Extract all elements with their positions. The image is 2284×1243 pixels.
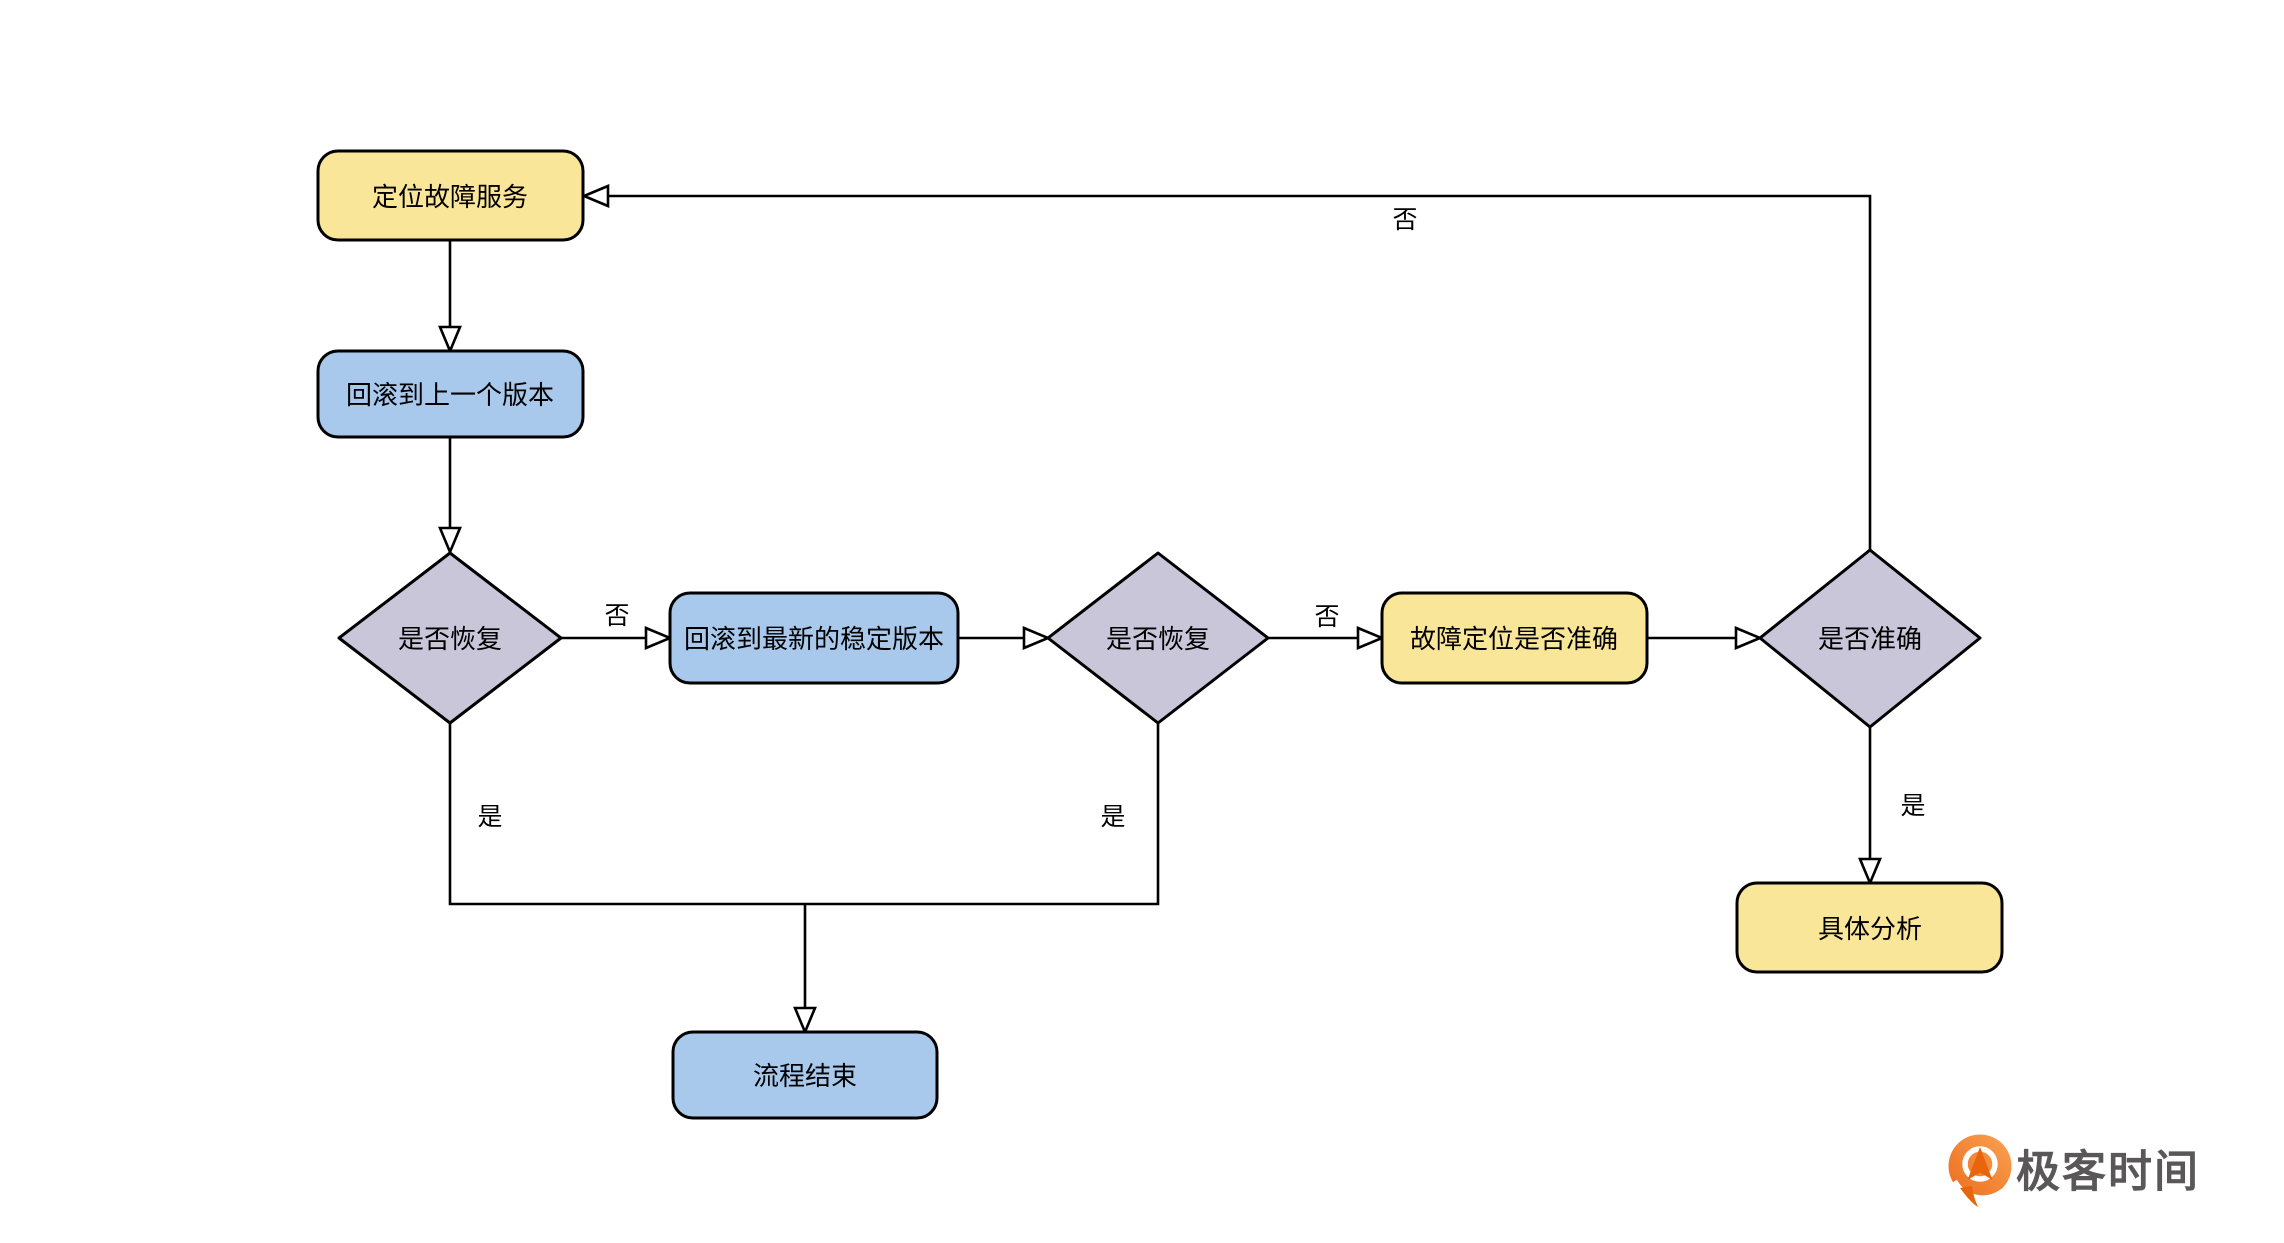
logo-pin-gap [1953, 1179, 2004, 1200]
node-fault-locating-accurate: 故障定位是否准确 [1380, 591, 1649, 685]
node-detailed-analysis: 具体分析 [1735, 881, 2004, 974]
node-locate-fault-service-shape [316, 149, 585, 242]
edge-labels: 否 否 否 是 是 是 [477, 206, 1925, 831]
node-decision-recovered-2-shape [1046, 551, 1270, 725]
edge-label-no-top: 否 [1392, 206, 1417, 234]
node-decision-accurate-shape [1758, 548, 1982, 729]
node-process-end-shape [671, 1030, 939, 1120]
node-detailed-analysis-shape [1735, 881, 2004, 974]
nodes: 定位故障服务 回滚到上一个版本 是否恢复 回滚到最新的稳定版本 是否恢复 故障定… [316, 149, 2004, 1120]
geektime-logo: 极客时间 [1948, 1134, 2200, 1207]
node-decision-accurate: 是否准确 [1758, 548, 1982, 729]
logo-pin-tail [1960, 1186, 1978, 1207]
arrowhead-right-icon [644, 626, 674, 650]
edge-accurate-no-loop [608, 194, 1872, 550]
node-process-end-label: 流程结束 [753, 1061, 857, 1091]
node-detailed-analysis-label: 具体分析 [1818, 914, 1922, 944]
node-decision-accurate-label: 是否准确 [1818, 624, 1922, 654]
node-process-end: 流程结束 [671, 1030, 939, 1120]
logo-arrow-icon [1967, 1147, 1993, 1180]
arrowhead-down-icon [1858, 857, 1882, 887]
arrowhead-right-icon [1022, 626, 1052, 650]
node-decision-recovered-1-shape [337, 551, 563, 725]
node-rollback-previous-version: 回滚到上一个版本 [316, 349, 585, 439]
edge-label-yes-recovered2: 是 [1100, 803, 1125, 831]
node-decision-recovered-2-label: 是否恢复 [1106, 624, 1210, 654]
node-locate-fault-service-label: 定位故障服务 [372, 182, 528, 212]
edge-label-yes-accurate: 是 [1900, 792, 1925, 820]
node-decision-recovered-1: 是否恢复 [337, 551, 563, 725]
edge-label-yes-recovered1: 是 [477, 803, 502, 831]
geektime-logo-text: 极客时间 [2016, 1148, 2200, 1197]
node-rollback-previous-version-shape [316, 349, 585, 439]
node-decision-recovered-1-label: 是否恢复 [398, 624, 502, 654]
edge-label-no-recovered1: 否 [604, 602, 629, 630]
node-decision-recovered-2: 是否恢复 [1046, 551, 1270, 725]
arrowhead-right-icon [1356, 626, 1386, 650]
edge-yes-join-connector [448, 723, 1160, 906]
arrowhead-left-icon [580, 184, 610, 208]
arrowhead-right-icon [1734, 626, 1764, 650]
node-rollback-latest-stable: 回滚到最新的稳定版本 [668, 591, 960, 685]
node-rollback-previous-version-label: 回滚到上一个版本 [346, 380, 554, 410]
edges [438, 184, 1882, 1036]
edge-label-no-recovered2: 否 [1314, 603, 1339, 631]
node-rollback-latest-stable-shape [668, 591, 960, 685]
geektime-logo-icon [1948, 1134, 2012, 1207]
arrowhead-down-icon [438, 325, 462, 355]
node-rollback-latest-stable-label: 回滚到最新的稳定版本 [684, 624, 944, 654]
arrowhead-down-icon [438, 526, 462, 556]
node-fault-locating-accurate-label: 故障定位是否准确 [1410, 624, 1618, 654]
node-fault-locating-accurate-shape [1380, 591, 1649, 685]
arrowhead-down-icon [793, 1006, 817, 1036]
node-locate-fault-service: 定位故障服务 [316, 149, 585, 242]
